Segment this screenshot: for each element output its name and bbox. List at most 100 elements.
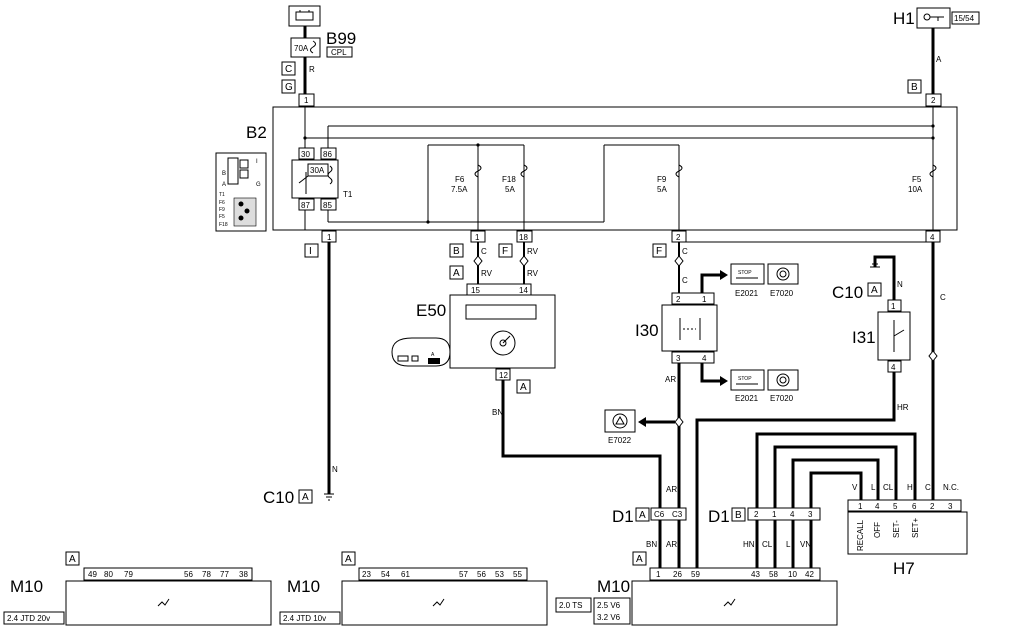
svg-text:54: 54	[381, 570, 390, 579]
svg-text:BN: BN	[646, 540, 657, 549]
svg-text:M10: M10	[287, 577, 320, 596]
svg-text:A: A	[345, 554, 352, 565]
relay-t1-label: T1	[343, 190, 353, 199]
svg-text:B: B	[453, 246, 460, 257]
svg-text:AR: AR	[665, 375, 676, 384]
svg-text:STOP: STOP	[738, 270, 752, 276]
conn-g: G	[285, 82, 293, 93]
svg-text:12: 12	[499, 371, 508, 380]
battery-symbol	[288, 5, 321, 27]
svg-text:RECALL: RECALL	[856, 519, 865, 551]
svg-text:A: A	[871, 285, 878, 296]
b2-pin-1c: 1	[327, 233, 332, 242]
svg-text:E2021: E2021	[735, 289, 759, 298]
fuse-f9: F9 5A	[657, 164, 683, 194]
svg-text:C: C	[925, 483, 931, 492]
b99-tag: CPL	[331, 48, 347, 57]
svg-text:A: A	[520, 382, 527, 393]
dashboard-location-inset: A	[391, 337, 451, 367]
svg-text:SET+: SET+	[911, 517, 920, 538]
svg-text:C: C	[481, 247, 487, 256]
svg-text:3: 3	[808, 510, 813, 519]
svg-text:4: 4	[875, 502, 880, 511]
b2-pin-2: 2	[931, 96, 936, 105]
warning-lamp-e2021-top: STOP	[730, 263, 765, 285]
fusebox-location-inset: I B G A T1 F6 F9 F5 F18	[215, 152, 267, 232]
svg-text:T1: T1	[219, 192, 225, 198]
svg-text:7.5A: 7.5A	[451, 185, 468, 194]
svg-text:AR: AR	[666, 485, 677, 494]
svg-text:F5: F5	[219, 214, 225, 220]
svg-text:C6: C6	[654, 510, 665, 519]
svg-text:F5: F5	[912, 175, 922, 184]
svg-text:77: 77	[220, 570, 229, 579]
h1-tag: 15/54	[954, 14, 975, 23]
svg-text:4: 4	[930, 233, 935, 242]
svg-text:3.2 V6: 3.2 V6	[597, 613, 621, 622]
svg-text:30: 30	[301, 150, 310, 159]
svg-text:26: 26	[673, 570, 682, 579]
svg-text:N: N	[332, 465, 338, 474]
svg-text:15: 15	[471, 286, 480, 295]
d1-right-label: D1	[708, 507, 730, 526]
svg-text:1: 1	[772, 510, 777, 519]
svg-text:43: 43	[751, 570, 760, 579]
i30-label: I30	[635, 321, 659, 340]
svg-text:A: A	[639, 510, 646, 521]
svg-text:2.4 JTD 10v: 2.4 JTD 10v	[283, 614, 326, 623]
svg-text:56: 56	[184, 570, 193, 579]
svg-text:OFF: OFF	[873, 522, 882, 538]
svg-text:I: I	[309, 246, 312, 257]
m10-ecu-2: A M10 23 54 61 57 56 53 55 2.4 JTD 10v	[279, 551, 548, 626]
svg-text:BN: BN	[492, 408, 503, 417]
svg-text:L: L	[786, 540, 791, 549]
warning-lamp-e7020-top	[767, 263, 799, 285]
svg-text:4: 4	[702, 354, 707, 363]
svg-text:5A: 5A	[505, 185, 515, 194]
relay-t1: 30 86 30A 87 85	[291, 147, 339, 211]
svg-text:RV: RV	[481, 269, 493, 278]
svg-text:E7020: E7020	[770, 289, 794, 298]
svg-text:18: 18	[519, 233, 528, 242]
svg-text:C3: C3	[672, 510, 683, 519]
svg-text:5A: 5A	[657, 185, 667, 194]
svg-text:N.C.: N.C.	[943, 483, 959, 492]
svg-text:57: 57	[459, 570, 468, 579]
svg-text:79: 79	[124, 570, 133, 579]
svg-text:F: F	[502, 246, 508, 257]
svg-text:49: 49	[88, 570, 97, 579]
b2-label: B2	[246, 123, 267, 142]
fuse-f5: F5 10A	[908, 164, 937, 194]
svg-text:4: 4	[891, 363, 896, 372]
i31-switch: 1 4	[877, 299, 911, 373]
svg-text:F9: F9	[657, 175, 667, 184]
svg-text:F18: F18	[219, 222, 228, 228]
svg-text:CL: CL	[762, 540, 773, 549]
svg-text:CL: CL	[883, 483, 894, 492]
wire-r: R	[309, 65, 315, 74]
svg-text:6: 6	[912, 502, 917, 511]
svg-text:RV: RV	[527, 247, 539, 256]
svg-text:2: 2	[676, 233, 681, 242]
b2-pin-1: 1	[304, 96, 309, 105]
h7-cruise-switch: 1 4 5 6 2 3 RECALL OFF SET- SET+	[847, 499, 968, 555]
svg-text:14: 14	[519, 286, 528, 295]
conn-h1-b: B	[911, 82, 918, 93]
svg-text:V: V	[852, 483, 858, 492]
svg-text:A: A	[222, 182, 226, 188]
svg-text:1: 1	[475, 233, 480, 242]
svg-text:2: 2	[930, 502, 935, 511]
svg-text:E7020: E7020	[770, 394, 794, 403]
svg-text:3: 3	[948, 502, 953, 511]
i31-label: I31	[852, 328, 876, 347]
svg-text:2: 2	[676, 295, 681, 304]
svg-text:10A: 10A	[908, 185, 923, 194]
i30-switch: 2 1 3 4	[661, 292, 718, 364]
svg-text:C: C	[682, 276, 688, 285]
svg-text:C: C	[682, 247, 688, 256]
svg-text:F6: F6	[455, 175, 465, 184]
svg-text:A: A	[431, 352, 435, 358]
conn-c: C	[285, 64, 292, 75]
svg-text:1: 1	[656, 570, 661, 579]
svg-text:A: A	[302, 492, 309, 503]
